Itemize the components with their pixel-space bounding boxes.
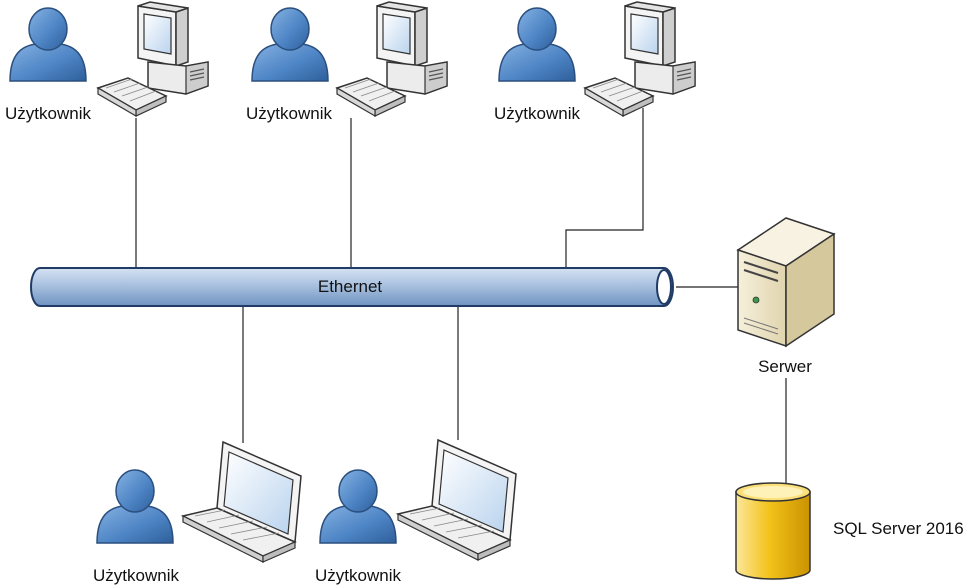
- user-icon: [251, 7, 329, 82]
- user-label: Użytkownik: [93, 566, 179, 585]
- database-node: SQL Server 2016: [735, 482, 964, 580]
- user-label: Użytkownik: [246, 104, 332, 123]
- user-icon: [319, 469, 397, 544]
- database-label: SQL Server 2016: [833, 519, 964, 538]
- database-cylinder-icon: [735, 482, 811, 580]
- server-label: Serwer: [758, 357, 812, 376]
- ethernet-label: Ethernet: [318, 277, 383, 296]
- user-group-1: Użytkownik: [5, 1, 209, 123]
- desktop-computer-icon: [97, 1, 209, 117]
- laptop-icon: [182, 441, 302, 563]
- user-icon: [498, 7, 576, 82]
- user-label: Użytkownik: [494, 104, 580, 123]
- user-group-4: Użytkownik: [93, 441, 302, 585]
- link-user3: [565, 108, 644, 268]
- user-icon: [96, 469, 174, 544]
- desktop-computer-icon: [336, 1, 448, 117]
- connection-lines: [135, 108, 787, 484]
- user-label: Użytkownik: [315, 566, 401, 585]
- user-group-2: Użytkownik: [246, 1, 448, 123]
- ethernet-bus: Ethernet: [30, 267, 674, 307]
- user-group-3: Użytkownik: [494, 1, 696, 123]
- user-icon: [9, 7, 87, 82]
- server-node: Serwer: [736, 217, 836, 376]
- user-group-5: Użytkownik: [315, 439, 517, 585]
- server-tower-icon: [736, 217, 836, 348]
- user-label: Użytkownik: [5, 104, 91, 123]
- laptop-icon: [397, 439, 517, 561]
- desktop-computer-icon: [584, 1, 696, 117]
